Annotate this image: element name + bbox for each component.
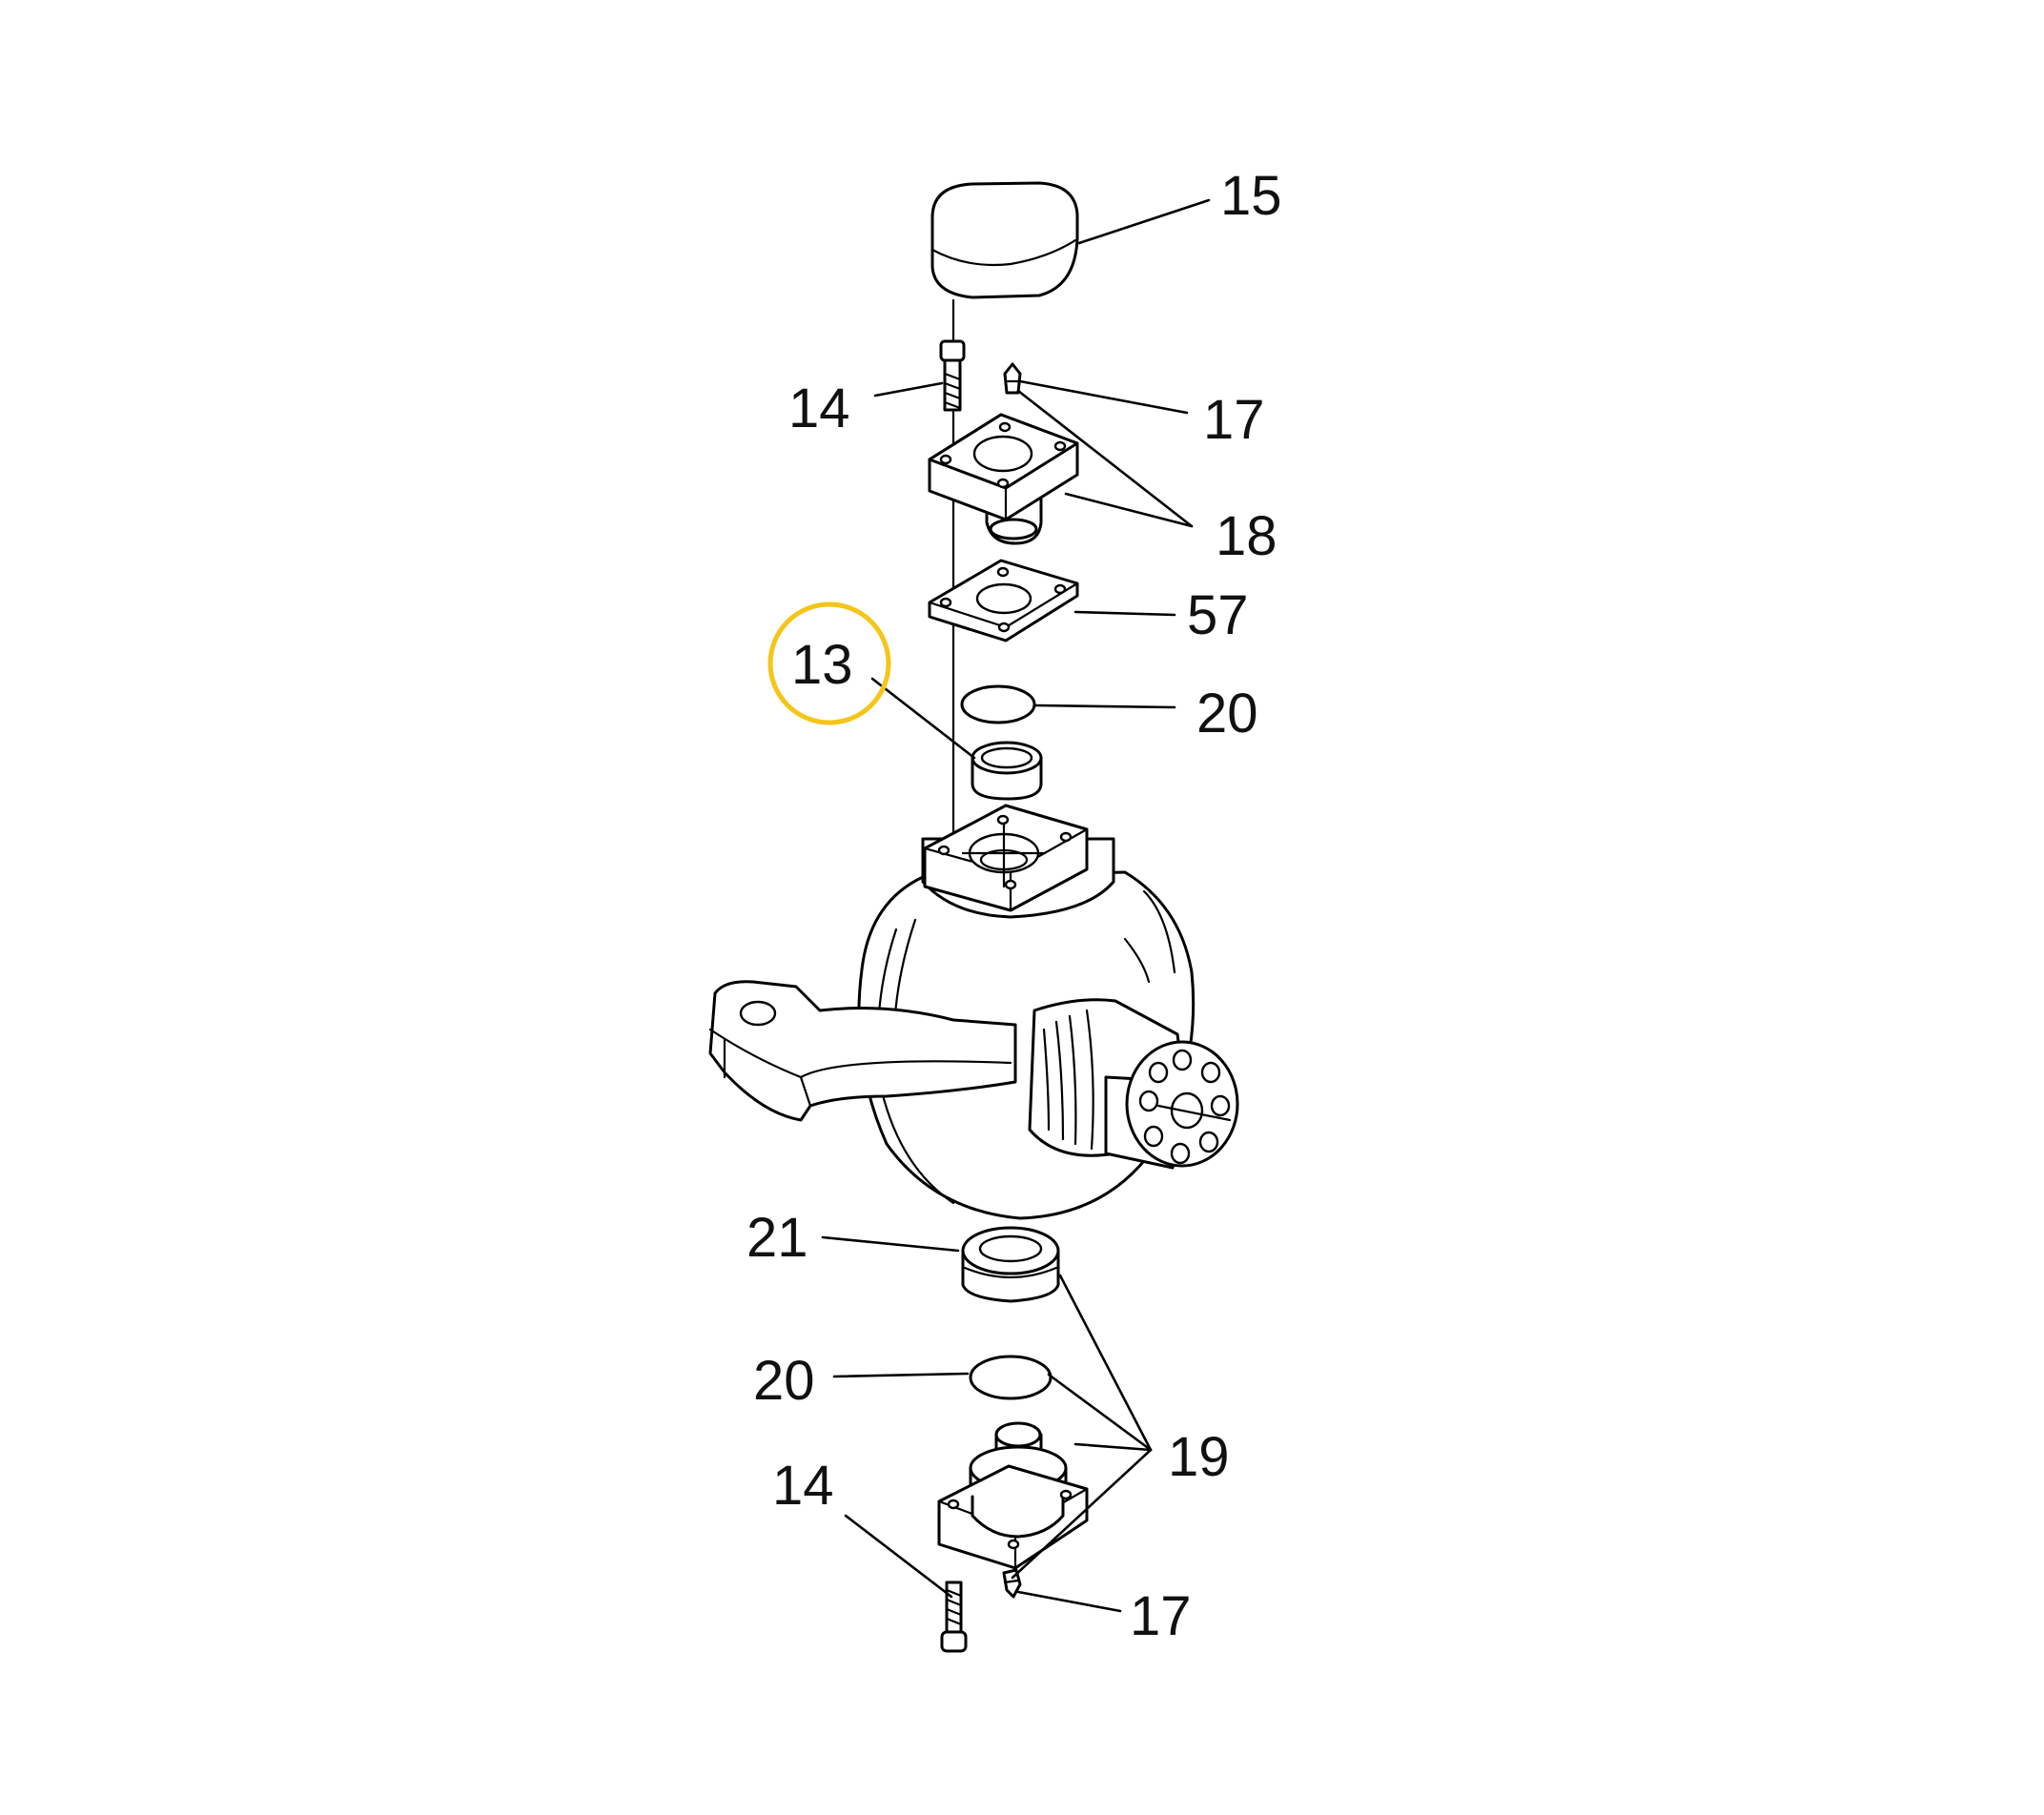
callout-21: 21 — [746, 1207, 808, 1269]
part-14-top-bolt — [939, 339, 966, 412]
part-15-cap — [930, 181, 1079, 299]
callout-17-bottom: 17 — [1130, 1585, 1192, 1647]
leader-lines — [821, 198, 1211, 1613]
callout-14-top: 14 — [788, 377, 850, 439]
callout-13: 13 — [791, 634, 853, 696]
part-13-bushing — [971, 741, 1043, 801]
callout-labels: 15 14 17 18 57 13 20 21 20 19 14 17 — [746, 165, 1282, 1647]
callout-15: 15 — [1220, 165, 1282, 227]
callout-20-top: 20 — [1196, 683, 1258, 744]
part-17-bottom-grease-nipple — [1002, 1568, 1022, 1599]
part-20-top-o-ring — [960, 684, 1036, 724]
callout-17-top: 17 — [1203, 389, 1265, 451]
part-14-bottom-bolt — [940, 1580, 968, 1653]
callout-19: 19 — [1168, 1426, 1230, 1488]
part-20-bottom-o-ring — [969, 1355, 1053, 1400]
part-57-shim — [928, 559, 1079, 642]
callout-18: 18 — [1216, 505, 1278, 567]
part-19-lower-cap — [937, 1421, 1089, 1570]
part-21-lower-bushing — [961, 1226, 1060, 1303]
part-17-top-grease-nipple — [1003, 362, 1022, 395]
part-18-upper-cap — [928, 413, 1079, 545]
highlight-circle — [767, 602, 891, 725]
callout-20-bottom: 20 — [753, 1350, 815, 1412]
callout-14-bottom: 14 — [772, 1455, 834, 1517]
callout-57: 57 — [1187, 584, 1249, 646]
steering-knuckle-body — [708, 804, 1239, 1220]
